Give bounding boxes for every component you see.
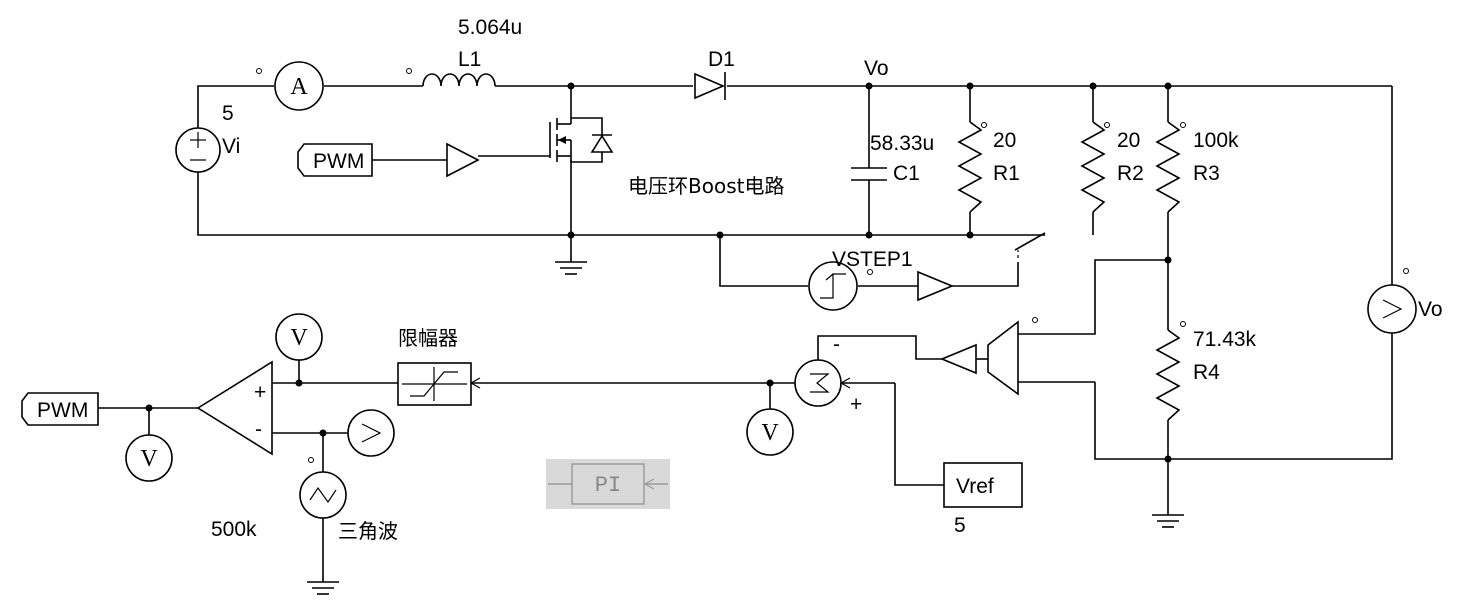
capacitor-c1: 58.33u C1 [851, 132, 934, 185]
vo-voltmeter: Vo [1367, 268, 1443, 334]
r1-value: 20 [993, 129, 1016, 152]
capacitor-value: 58.33u [870, 132, 934, 155]
diode-name: D1 [708, 48, 735, 71]
ammeter-symbol: A [290, 74, 308, 100]
vref-source: Vref 5 [943, 462, 1023, 537]
r2-name: R2 [1117, 162, 1144, 185]
triangle-name: 三角波 [338, 519, 398, 543]
source-name: Vi [222, 135, 240, 158]
r1-name: R1 [993, 162, 1020, 185]
r4-value: 71.43k [1193, 328, 1257, 351]
voltmeter-symbol-1: V [290, 325, 308, 351]
ammeter: A [256, 61, 324, 111]
gate-driver [372, 142, 480, 178]
vref-value: 5 [954, 514, 966, 537]
summer-minus: - [833, 333, 840, 356]
vstep-buffer [917, 270, 955, 302]
vo-meter-label: Vo [1418, 298, 1443, 321]
ground-top [555, 261, 587, 275]
pwm-label-top: PWM [297, 143, 373, 177]
voltmeter-pwm: V [125, 434, 173, 482]
voltmeter-triangle [347, 409, 395, 457]
vstep-name: VSTEP1 [832, 248, 913, 271]
voltmeter-symbol-3: V [761, 420, 779, 446]
feedback-buffer [817, 335, 977, 375]
summer-plus: + [850, 393, 862, 416]
ground-bottom [307, 581, 339, 595]
power-wires [197, 85, 1393, 515]
output-node-label: Vo [864, 57, 889, 80]
summing-junction: - + [794, 333, 944, 486]
limiter: 限幅器 [397, 326, 472, 406]
resistor-r1: 20 R1 [957, 121, 1020, 213]
r3-value: 100k [1193, 129, 1239, 152]
vref-label: Vref [956, 475, 994, 498]
triangle-source: 500k 三角波 [211, 457, 398, 543]
mosfet-switch [478, 117, 614, 163]
voltmeter-error: V [746, 408, 794, 456]
voltmeter-limiter-out: V [275, 313, 323, 361]
pwm-label-bottom: PWM [21, 392, 99, 426]
circuit-title: 电压环Boost电路 [628, 174, 784, 198]
comparator-minus: - [255, 418, 262, 441]
source-value: 5 [222, 102, 234, 125]
pwm-bottom-text: PWM [37, 399, 88, 422]
inductor-l1: 5.064u L1 [406, 16, 522, 87]
dc-source-vi: 5 Vi [175, 102, 240, 173]
r3-name: R3 [1193, 162, 1220, 185]
inductor-value: 5.064u [458, 16, 522, 39]
pi-controller-block: PI [546, 459, 670, 509]
voltmeter-symbol-2: V [140, 446, 158, 472]
limiter-label: 限幅器 [398, 326, 458, 350]
diode-d1: D1 [694, 48, 735, 100]
ground-right [1152, 514, 1184, 528]
pi-label: PI [595, 473, 621, 498]
comparator-plus: + [254, 381, 266, 404]
triangle-freq: 500k [211, 518, 257, 541]
inductor-name: L1 [458, 48, 481, 71]
vstep-switch [1014, 232, 1046, 258]
resistor-r3: 100k R3 [1155, 121, 1239, 213]
r2-value: 20 [1117, 129, 1140, 152]
comparator: + - [196, 360, 273, 456]
pwm-top-text: PWM [313, 150, 364, 173]
control-wires [98, 360, 795, 582]
r4-name: R4 [1193, 361, 1220, 384]
diff-amp [976, 317, 1038, 396]
capacitor-name: C1 [893, 162, 920, 185]
resistor-r4: 71.43k R4 [1155, 321, 1257, 421]
vstep-source: VSTEP1 [808, 248, 913, 311]
resistor-r2: 20 R2 [1080, 121, 1144, 213]
